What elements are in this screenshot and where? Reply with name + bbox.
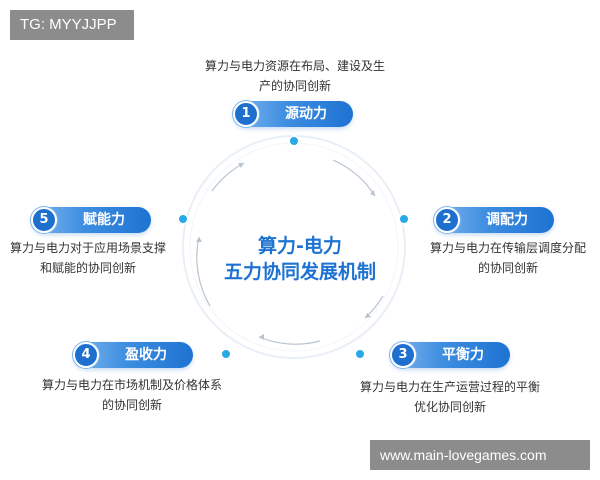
node-2-description: 算力与电力在传输层调度分配 的协同创新 [422,238,594,278]
node-2-desc-line2: 的协同创新 [477,261,538,275]
node-dot-4 [220,348,232,360]
arrow-heads [196,163,375,340]
node-1-badge: 1 [233,101,259,127]
node-5-pill: 5 赋能力 [31,207,151,233]
node-dot-2 [398,213,410,225]
node-2-desc-line1: 算力与电力在传输层调度分配 [429,241,586,255]
node-1-desc-line2: 产的协同创新 [258,79,331,93]
node-dots [177,135,410,360]
node-1-description: 算力与电力资源在布局、建设及生 产的协同创新 [185,56,405,96]
watermark-bottom: www.main-lovegames.com [370,440,590,470]
node-5-title: 赋能力 [83,212,125,228]
watermark-top: TG: MYYJJPP [10,10,134,40]
node-1-desc-line1: 算力与电力资源在布局、建设及生 [204,59,385,73]
arrow-head-1-2 [370,190,375,196]
node-1-title: 源动力 [285,106,327,122]
node-3-badge: 3 [390,342,416,368]
center-title-line2: 五力协同发展机制 [223,261,376,283]
node-5-description: 算力与电力对于应用场景支撑 和赋能的协同创新 [2,238,174,278]
node-4-pill: 4 盈收力 [73,342,193,368]
node-1-pill: 1 源动力 [233,101,353,127]
node-5-desc-line2: 和赋能的协同创新 [39,261,136,275]
node-3-desc-line1: 算力与电力在生产运营过程的平衡 [359,380,540,394]
node-3-title: 平衡力 [442,347,484,363]
arrow-4-5 [196,236,211,307]
node-3-desc-line2: 优化协同创新 [413,400,486,414]
node-4-badge: 4 [73,342,99,368]
node-4-desc-line1: 算力与电力在市场机制及价格体系 [41,378,222,392]
node-3-pill: 3 平衡力 [390,342,510,368]
node-2-pill: 2 调配力 [434,207,554,233]
node-dot-1 [288,135,300,147]
node-dot-5 [177,213,189,225]
node-3-description: 算力与电力在生产运营过程的平衡 优化协同创新 [350,377,550,417]
arrow-head-2-3 [365,313,371,318]
node-2-badge: 2 [434,207,460,233]
arrow-head-3-4 [259,334,264,340]
node-5-badge: 5 [31,207,57,233]
node-dot-3 [354,348,366,360]
node-2-title: 调配力 [486,212,528,228]
arrow-head-5-1 [238,163,244,168]
node-5-desc-line1: 算力与电力对于应用场景支撑 [9,241,166,255]
center-title-line1: 算力-电力 [258,235,342,257]
arrow-head-4-5 [196,237,202,242]
node-4-description: 算力与电力在市场机制及价格体系 的协同创新 [32,375,232,415]
node-4-title: 盈收力 [125,347,167,363]
node-4-desc-line2: 的协同创新 [101,398,162,412]
arrow-3-4 [258,336,321,345]
